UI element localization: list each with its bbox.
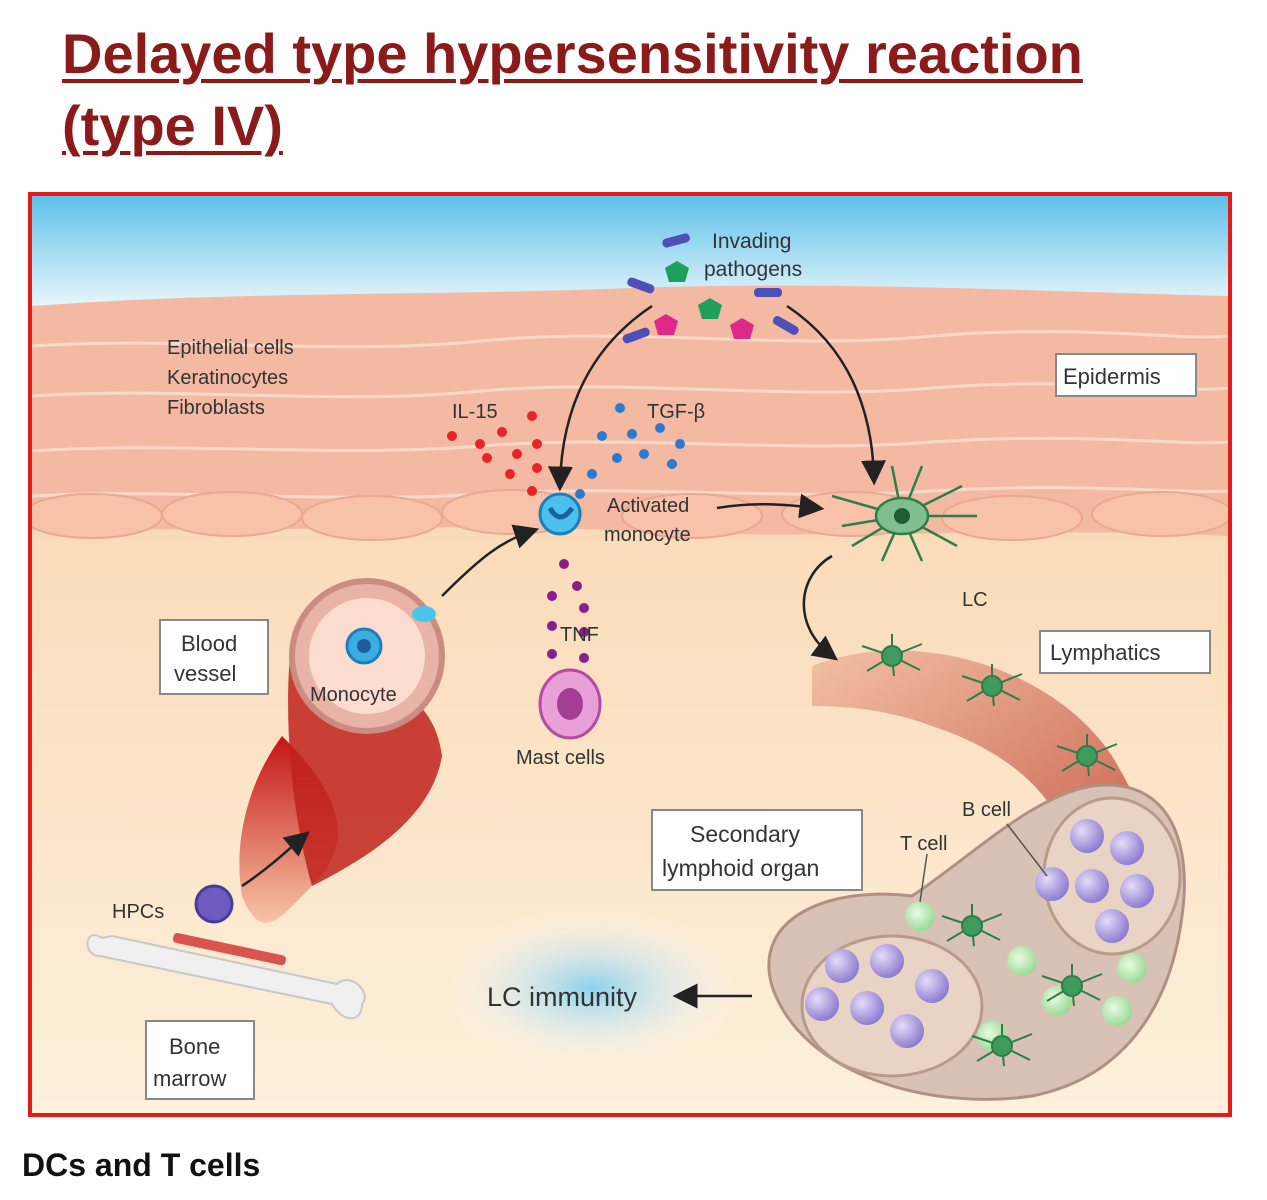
- secondary-label-2: lymphoid organ: [662, 855, 819, 881]
- invading-pathogens-label-2: pathogens: [704, 258, 802, 281]
- hpcs-label: HPCs: [112, 901, 164, 923]
- lymphatics-label: Lymphatics: [1050, 640, 1160, 665]
- hpc-cell: [194, 884, 234, 924]
- il15-label: IL-15: [452, 401, 498, 423]
- bone-marrow-label-2: marrow: [153, 1066, 226, 1091]
- blood-vessel-box: [159, 619, 269, 695]
- tgfb-dots: [575, 403, 685, 499]
- mast-cells-label: Mast cells: [516, 747, 605, 769]
- b-cell-label: B cell: [962, 799, 1011, 821]
- t-cell-pointer: [919, 853, 928, 903]
- lymphatics-box: [1039, 630, 1211, 674]
- blood-vessel-label-1: Blood: [181, 631, 237, 656]
- lc-label: LC: [962, 589, 988, 611]
- lc-immunity-glow: [437, 908, 747, 1068]
- activated-monocyte-label-2: monocyte: [604, 524, 691, 546]
- secondary-label-1: Secondary: [690, 821, 800, 847]
- arrow-monocyte-to-lc: [716, 493, 825, 519]
- pathway-arrows: [241, 304, 887, 1009]
- il15-dots: [447, 411, 542, 496]
- mast-cell-nucleus: [557, 688, 583, 720]
- t-cell-label: T cell: [900, 833, 947, 855]
- t-cells: [905, 901, 1147, 1051]
- arrow-pathogens-to-monocyte: [547, 304, 653, 492]
- epidermis-layer: [32, 285, 1228, 536]
- arrow-hpc-to-blood: [241, 831, 310, 888]
- pointer-lines: [919, 823, 1048, 903]
- title-line-1: Delayed type hypersensitivity reaction: [62, 22, 1083, 85]
- bone: [86, 933, 366, 1020]
- dth-diagram: Invading pathogens Epithelial cells Kera…: [32, 196, 1228, 1113]
- tgfb-label: TGF-β: [647, 401, 705, 423]
- blood-vessel-label-2: vessel: [174, 661, 236, 686]
- epithelial-label-1: Epithelial cells: [167, 337, 294, 359]
- diagram-frame: Invading pathogens Epithelial cells Kera…: [28, 192, 1232, 1117]
- title-line-2: (type IV): [62, 94, 283, 157]
- monocyte-label: Monocyte: [310, 684, 397, 706]
- invading-pathogens-label-1: Invading: [712, 230, 791, 253]
- bone-marrow-box: [145, 1020, 255, 1100]
- secondary-lymphoid-box: [651, 809, 863, 891]
- activated-monocyte-cell: [538, 492, 582, 536]
- epidermis-label: Epidermis: [1063, 364, 1161, 389]
- tnf-dots: [547, 559, 589, 663]
- page-title: Delayed type hypersensitivity reaction (…: [62, 18, 1242, 162]
- activated-monocyte-label-1: Activated: [607, 495, 689, 517]
- sky-layer: [32, 196, 1228, 306]
- epithelial-label-3: Fibroblasts: [167, 397, 265, 419]
- langerhans-cells-lymphatics: [861, 634, 1118, 1067]
- monocyte-nucleus: [357, 639, 371, 653]
- epithelial-label-2: Keratinocytes: [167, 367, 288, 389]
- bone-marrow-label-1: Bone: [169, 1034, 220, 1059]
- caption: DCs and T cells: [22, 1147, 261, 1183]
- b-cells: [805, 819, 1154, 1048]
- lc-immunity-label: LC immunity: [487, 982, 638, 1012]
- extravasating-monocyte: [412, 606, 436, 622]
- arrow-lc-to-lymphatics: [802, 554, 838, 661]
- tnf-label: TNF: [560, 624, 599, 646]
- langerhans-cell-epidermis: [831, 465, 977, 562]
- arrow-blood-to-monocyte: [441, 524, 540, 597]
- epidermis-box: [1055, 353, 1197, 397]
- activated-monocyte-nucleus: [547, 506, 575, 520]
- b-cell-pointer: [1006, 823, 1048, 877]
- pathogens: [622, 233, 799, 344]
- arrow-pathogens-to-lc: [786, 304, 887, 486]
